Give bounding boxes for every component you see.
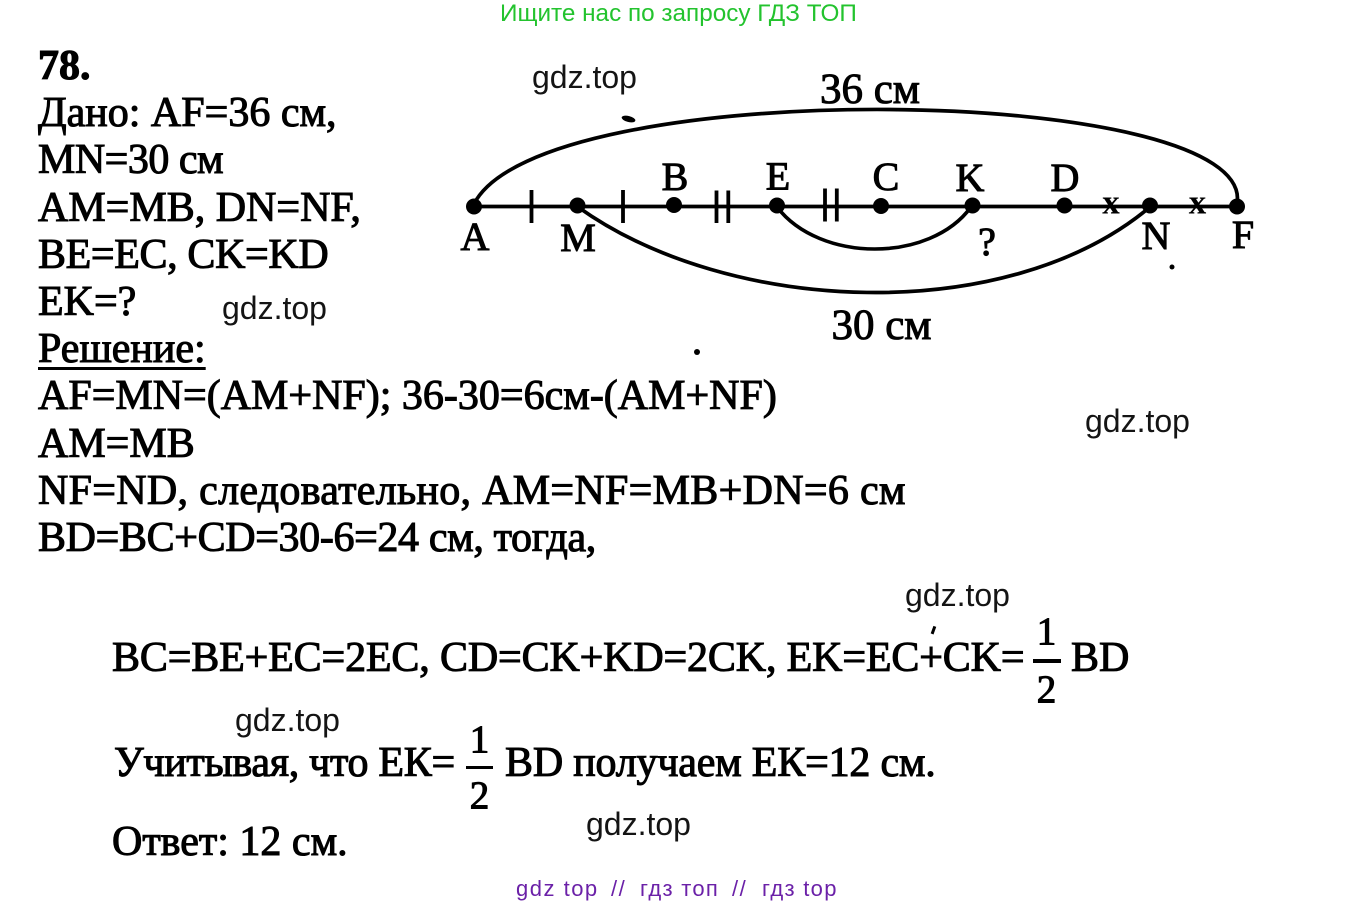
svg-text:A: A	[461, 214, 490, 259]
svg-text:B: B	[662, 154, 689, 199]
svg-text:30 см: 30 см	[831, 302, 931, 349]
svg-text:?: ?	[978, 219, 996, 264]
svg-text:N: N	[1142, 213, 1171, 258]
svg-text:K: K	[956, 155, 985, 200]
svg-text:D: D	[1051, 155, 1080, 200]
svg-text:M: M	[560, 215, 596, 260]
svg-text:x: x	[1189, 183, 1207, 222]
svg-text:36 см: 36 см	[820, 66, 920, 113]
svg-text:C: C	[873, 154, 900, 199]
svg-text:x: x	[1102, 183, 1120, 222]
svg-text:E: E	[766, 154, 790, 199]
svg-text:F: F	[1232, 212, 1254, 257]
